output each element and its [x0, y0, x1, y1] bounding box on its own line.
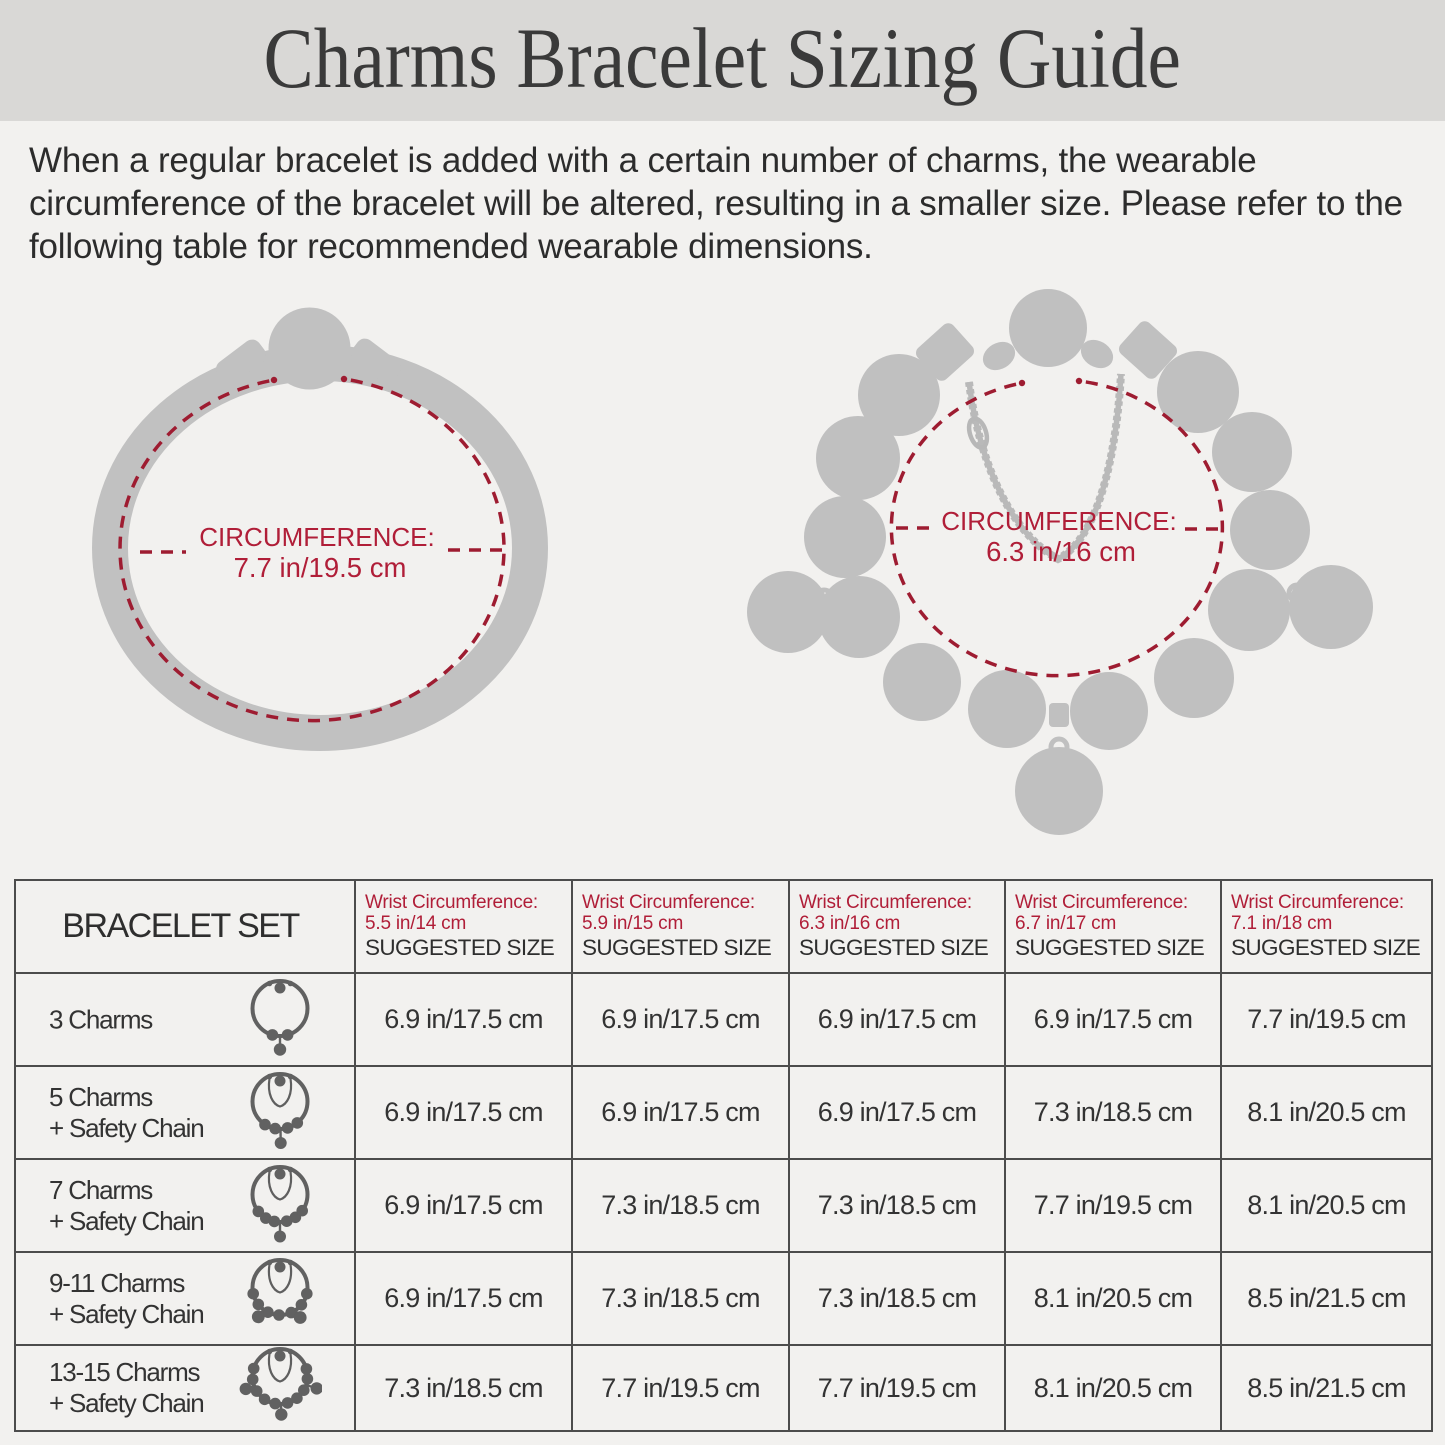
- svg-text:CIRCUMFERENCE:: CIRCUMFERENCE:: [941, 506, 1176, 536]
- svg-text:7.7 in/19.5 cm: 7.7 in/19.5 cm: [234, 552, 407, 583]
- svg-text:CIRCUMFERENCE:: CIRCUMFERENCE:: [199, 522, 434, 552]
- svg-text:6.3 in/16 cm: 6.3 in/16 cm: [986, 536, 1136, 567]
